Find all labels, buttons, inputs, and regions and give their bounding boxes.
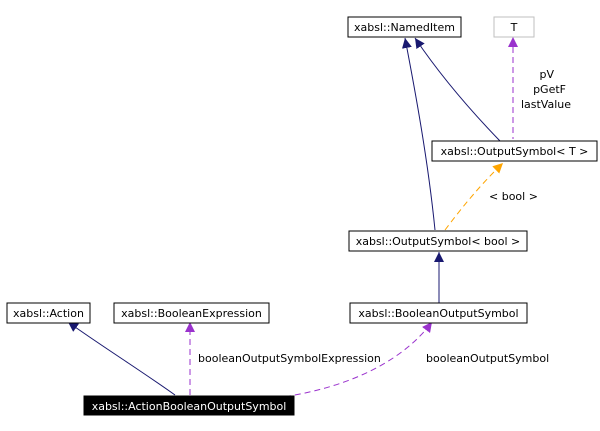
- edge-label-boolean-output-symbol-expression: booleanOutputSymbolExpression: [198, 352, 381, 365]
- node-label-action: xabsl::Action: [13, 307, 84, 320]
- edge-output-symbol-bool-to-named-item: [401, 37, 436, 231]
- node-action[interactable]: xabsl::Action: [6, 302, 91, 324]
- node-action-boolean-output-symbol[interactable]: xabsl::ActionBooleanOutputSymbol: [83, 395, 295, 416]
- edges: [67, 37, 518, 399]
- node-label-output-symbol-bool: xabsl::OutputSymbol< bool >: [356, 235, 521, 248]
- edge-output-symbol-t-to-named-item: [414, 37, 501, 142]
- nodes: xabsl::NamedItem T xabsl::OutputSymbol< …: [6, 16, 598, 416]
- edge-template-binding: [444, 162, 504, 231]
- edge-label-lastvalue: lastValue: [521, 98, 571, 111]
- edge-label-template-binding: < bool >: [489, 190, 538, 203]
- node-label-boolean-output-symbol: xabsl::BooleanOutputSymbol: [358, 307, 518, 320]
- node-label-action-boolean-output-symbol: xabsl::ActionBooleanOutputSymbol: [92, 400, 287, 413]
- node-label-t: T: [510, 21, 518, 34]
- node-output-symbol-bool[interactable]: xabsl::OutputSymbol< bool >: [348, 230, 528, 252]
- edge-action-boolean-output-symbol-to-action: [67, 321, 176, 396]
- edge-action-boolean-output-symbol-to-boolean-output-symbol: [274, 321, 433, 399]
- node-boolean-output-symbol[interactable]: xabsl::BooleanOutputSymbol: [349, 302, 528, 324]
- edge-label-pv: pV: [539, 68, 554, 81]
- node-label-boolean-expression: xabsl::BooleanExpression: [121, 307, 262, 320]
- edge-label-pgetf: pGetF: [533, 83, 566, 96]
- edge-labels: pV pGetF lastValue < bool > booleanOutpu…: [198, 68, 571, 365]
- node-t[interactable]: T: [493, 16, 535, 38]
- node-boolean-expression[interactable]: xabsl::BooleanExpression: [113, 302, 270, 324]
- node-named-item[interactable]: xabsl::NamedItem: [347, 16, 462, 38]
- node-label-output-symbol-t: xabsl::OutputSymbol< T >: [441, 145, 589, 158]
- edge-label-boolean-output-symbol: booleanOutputSymbol: [426, 352, 549, 365]
- node-label-named-item: xabsl::NamedItem: [354, 21, 455, 34]
- node-output-symbol-t[interactable]: xabsl::OutputSymbol< T >: [431, 140, 598, 162]
